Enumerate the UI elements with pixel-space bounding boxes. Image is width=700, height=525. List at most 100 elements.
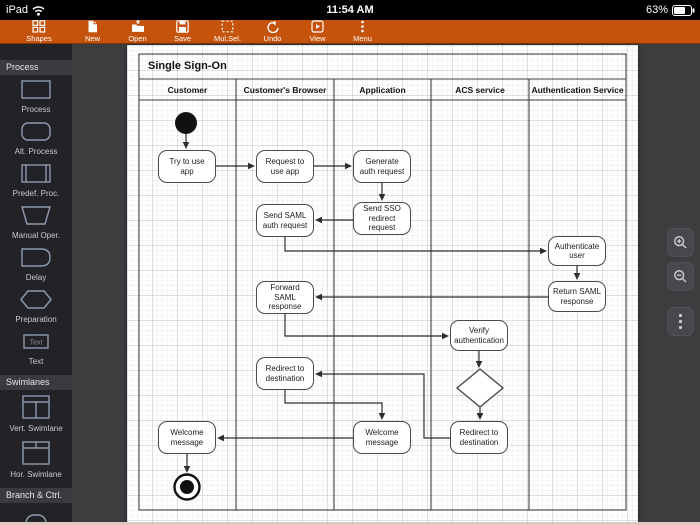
lane-header-customer[interactable]: Customer xyxy=(167,84,208,95)
shape-section-header: Process xyxy=(0,60,72,75)
alt-process-shape-icon xyxy=(16,117,56,147)
toolbar-label: View xyxy=(309,34,326,43)
diagram-title: Single Sign-On xyxy=(148,60,227,72)
more-options-button[interactable] xyxy=(667,307,694,336)
multi-select-icon xyxy=(221,20,234,33)
toolbar-label: Open xyxy=(128,34,147,43)
undo-arrow-icon xyxy=(266,20,280,33)
arrowhead xyxy=(540,247,547,255)
arrowhead xyxy=(573,273,581,280)
diagram-node-send-sso-redirect[interactable]: Send SSO redirect request xyxy=(353,202,411,235)
horizontal-swimlane-shape-icon xyxy=(16,436,56,470)
toolbar-label: Menu xyxy=(353,34,372,43)
zoom-in-button[interactable] xyxy=(667,228,694,257)
diagram-node-send-saml-auth[interactable]: Send SAML auth request xyxy=(256,204,314,237)
toolbar-button-view[interactable]: View xyxy=(295,20,340,44)
rounded-shape-icon xyxy=(16,503,56,522)
zoom-out-button[interactable] xyxy=(667,262,694,291)
save-floppy-icon xyxy=(176,20,189,33)
arrowhead xyxy=(315,293,322,301)
connector-redirect-acs-to-redirect-browser[interactable] xyxy=(322,373,450,439)
open-folder-icon xyxy=(131,20,145,33)
process-shape-icon xyxy=(16,75,56,105)
arrowhead xyxy=(476,413,484,420)
manual-operation-shape-icon xyxy=(16,201,56,231)
diagram-node-verify-auth[interactable]: Verify authentication xyxy=(450,320,508,351)
diagram-node-try-to-use-app[interactable]: Try to use app xyxy=(158,150,216,183)
toolbar-label: Undo xyxy=(263,34,282,43)
shape-item-alt-process[interactable]: Alt. Process xyxy=(0,117,72,159)
arrowhead xyxy=(442,332,449,340)
connector-forward-saml-to-verify-auth[interactable] xyxy=(284,314,442,337)
vertical-swimlane-shape-icon xyxy=(16,390,56,424)
shape-item-predefined-process[interactable]: Predef. Proc. xyxy=(0,159,72,201)
preparation-shape-icon xyxy=(16,285,56,315)
lane-header-acs-service[interactable]: ACS service xyxy=(455,84,505,95)
zoom-out-icon xyxy=(673,269,688,284)
toolbar-button-menu[interactable]: Menu xyxy=(340,20,385,44)
battery-percent: 63% xyxy=(645,4,668,16)
toolbar-button-new[interactable]: New xyxy=(70,20,115,44)
diagram-node-welcome-customer[interactable]: Welcome message xyxy=(158,421,216,454)
new-document-icon xyxy=(86,20,99,33)
diagram-node-forward-saml[interactable]: Forward SAML response xyxy=(256,281,314,314)
shape-item-manual-operation[interactable]: Manual Oper. xyxy=(0,201,72,243)
shape-item-preparation[interactable]: Preparation xyxy=(0,285,72,327)
shape-item-branch-partial[interactable] xyxy=(0,503,72,522)
arrowhead xyxy=(182,142,190,149)
shapes-grid-icon xyxy=(32,20,46,33)
swimlane-outer-border xyxy=(138,53,627,511)
arrowhead xyxy=(345,162,352,170)
diagram-node-authenticate-user[interactable]: Authenticate user xyxy=(548,236,606,266)
toolbar-button-open[interactable]: Open xyxy=(115,20,160,44)
end-node-core xyxy=(180,480,194,494)
shape-item-vertical-swimlane[interactable]: Vert. Swimlane xyxy=(0,390,72,436)
diagram-node-request-to-use-app[interactable]: Request to use app xyxy=(256,150,314,183)
arrowhead xyxy=(378,194,386,201)
toolbar-button-shapes[interactable]: Shapes xyxy=(14,20,64,44)
toolbar-label: Save xyxy=(173,34,192,43)
arrowhead xyxy=(315,370,322,378)
more-options-icon xyxy=(678,313,683,330)
lane-header-authentication-service[interactable]: Authentication Service xyxy=(531,84,624,95)
diagram-canvas[interactable]: Single Sign-On Customer Customer's Brows… xyxy=(72,44,700,522)
shape-item-delay[interactable]: Delay xyxy=(0,243,72,285)
toolbar-button-save[interactable]: Save xyxy=(160,20,205,44)
arrowhead xyxy=(248,162,255,170)
diagram-node-redirect-browser[interactable]: Redirect to destination xyxy=(256,357,314,390)
arrowhead xyxy=(315,216,322,224)
shape-item-horizontal-swimlane[interactable]: Hor. Swimlane xyxy=(0,436,72,482)
diagram-node-return-saml[interactable]: Return SAML response xyxy=(548,281,606,312)
decision-node[interactable] xyxy=(455,368,505,408)
toolbar-button-multi-select[interactable]: Mul.Sel. xyxy=(205,20,250,44)
svg-text:Text: Text xyxy=(30,340,43,347)
diagram-node-welcome-app[interactable]: Welcome message xyxy=(353,421,411,454)
start-node[interactable] xyxy=(175,112,197,134)
shape-section-header: Swimlanes xyxy=(0,375,72,390)
status-time: 11:54 AM xyxy=(326,4,374,16)
connector-send-saml-auth-to-authenticate-user[interactable] xyxy=(284,237,540,252)
shapes-panel: Process Process Alt. Process Predef. Pro… xyxy=(0,44,72,522)
wifi-icon xyxy=(32,5,45,16)
text-shape-icon: Text xyxy=(16,327,56,357)
zoom-in-icon xyxy=(673,235,688,250)
connector-redirect-browser-to-welcome-app[interactable] xyxy=(284,390,383,413)
toolbar-button-undo[interactable]: Undo xyxy=(250,20,295,44)
arrowhead xyxy=(475,361,483,368)
battery-icon xyxy=(672,4,695,16)
diagram-node-generate-auth-request[interactable]: Generate auth request xyxy=(353,150,411,183)
lane-header-application[interactable]: Application xyxy=(359,84,406,95)
shape-item-process[interactable]: Process xyxy=(0,75,72,117)
lane-header-customers-browser[interactable]: Customer's Browser xyxy=(243,84,327,95)
status-device-label: iPad xyxy=(6,4,29,16)
diagram-node-redirect-acs[interactable]: Redirect to destination xyxy=(450,421,508,454)
toolbar-label: New xyxy=(84,34,100,43)
diagram-page[interactable]: Single Sign-On Customer Customer's Brows… xyxy=(127,45,638,522)
toolbar: Shapes New Open Save Mul.Sel. Undo View xyxy=(0,20,700,44)
toolbar-label: Shapes xyxy=(26,34,52,43)
shape-item-text[interactable]: Text Text xyxy=(0,327,72,369)
predefined-process-shape-icon xyxy=(16,159,56,189)
delay-shape-icon xyxy=(16,243,56,273)
menu-dots-icon xyxy=(356,20,369,33)
status-bar: 11:54 AM iPad 63% xyxy=(0,0,700,20)
